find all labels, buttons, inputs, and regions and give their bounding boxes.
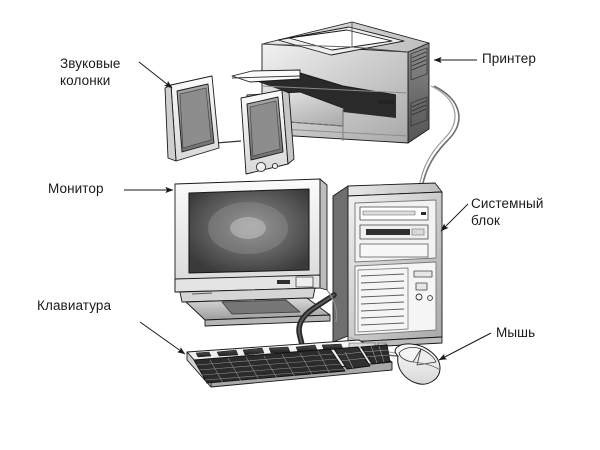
- leader-mouse: [438, 332, 492, 361]
- speakers-illustration: [164, 75, 295, 175]
- keyboard-illustration: [186, 339, 393, 388]
- monitor-illustration: [174, 178, 331, 327]
- system-unit-illustration: [332, 182, 443, 349]
- label-system-unit: Системный блок: [471, 196, 544, 228]
- label-keyboard: Клавиатура: [37, 298, 112, 313]
- label-monitor: Монитор: [48, 181, 104, 196]
- label-mouse: Мышь: [496, 325, 536, 340]
- label-printer: Принтер: [482, 51, 536, 66]
- leader-speakers: [138, 61, 173, 89]
- label-speakers: Звуковые колонки: [60, 56, 121, 88]
- mouse-illustration: [394, 343, 441, 385]
- leader-keyboard: [139, 321, 186, 355]
- leader-system: [440, 203, 469, 232]
